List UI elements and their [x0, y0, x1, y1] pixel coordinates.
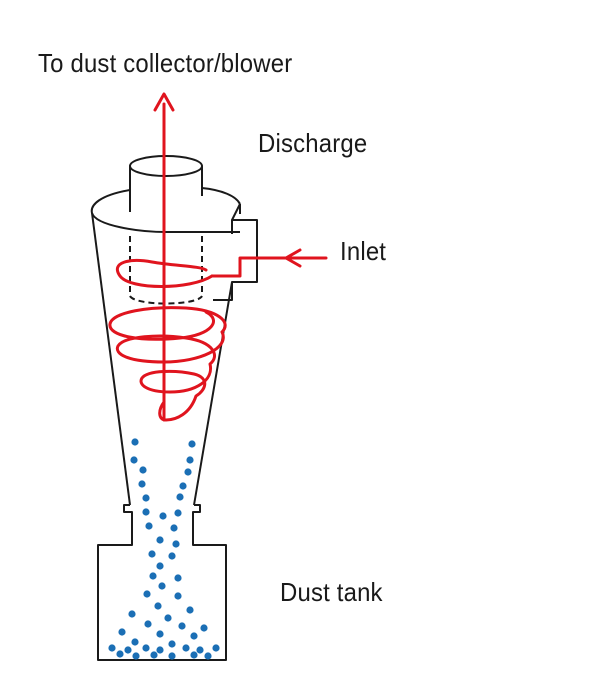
- dust-particle: [132, 652, 140, 660]
- dust-particle: [144, 620, 152, 628]
- dust-particle: [184, 468, 192, 476]
- dust-particle: [200, 624, 208, 632]
- dust-particle: [190, 632, 198, 640]
- dust-particle: [143, 590, 151, 598]
- dust-particle: [124, 646, 132, 654]
- dust-particle: [178, 622, 186, 630]
- dust-particle: [148, 550, 156, 558]
- vortex-finder-hidden: [129, 236, 203, 305]
- label-inlet: Inlet: [340, 236, 387, 266]
- label-dust-tank: Dust tank: [280, 577, 383, 607]
- dust-particle: [168, 640, 176, 648]
- dust-particle: [204, 652, 212, 660]
- dust-particle: [116, 650, 124, 658]
- dust-particle: [168, 552, 176, 560]
- dust-particle: [164, 614, 172, 622]
- dust-particle: [138, 480, 146, 488]
- dust-particle: [174, 574, 182, 582]
- spiral-flow: [108, 259, 227, 422]
- dust-particle: [150, 651, 158, 659]
- dust-particle: [108, 644, 116, 652]
- dust-particle: [149, 572, 157, 580]
- dust-particle: [212, 644, 220, 652]
- cone-right-wall: [193, 281, 233, 506]
- dust-particle: [186, 606, 194, 614]
- dust-particle: [190, 651, 198, 659]
- dust-particle: [154, 602, 162, 610]
- outlet-neck: [97, 504, 227, 661]
- dust-particle: [156, 562, 164, 570]
- dust-particle: [186, 456, 194, 464]
- label-discharge: Discharge: [258, 128, 368, 158]
- dust-particle: [130, 456, 138, 464]
- discharge-tube-top: [129, 155, 203, 177]
- arrow-heads: [153, 92, 302, 268]
- dust-particle: [179, 482, 187, 490]
- label-to-dust-collector: To dust collector/blower: [38, 48, 293, 78]
- dust-particle: [142, 508, 150, 516]
- dust-particle: [139, 466, 147, 474]
- inlet-arrow-head: [284, 248, 302, 268]
- dust-particles: [108, 438, 220, 660]
- dust-particle: [142, 644, 150, 652]
- airflow-path: [108, 102, 328, 422]
- dust-particle: [168, 652, 176, 660]
- inlet-box: [213, 203, 258, 301]
- dust-particle: [170, 524, 178, 532]
- dust-particle: [145, 522, 153, 530]
- dust-particle: [182, 644, 190, 652]
- dust-particle: [196, 646, 204, 654]
- dust-particle: [174, 592, 182, 600]
- dust-particle: [131, 638, 139, 646]
- dust-particle: [131, 438, 139, 446]
- dust-particle: [174, 509, 182, 517]
- dust-particle: [188, 440, 196, 448]
- dust-particle: [159, 512, 167, 520]
- dust-particle: [156, 630, 164, 638]
- inlet-flow-line: [210, 256, 328, 278]
- dust-particle: [118, 628, 126, 636]
- dust-particle: [172, 540, 180, 548]
- dust-particle: [158, 582, 166, 590]
- dust-particle: [142, 494, 150, 502]
- dust-particle: [176, 493, 184, 501]
- cyclone-rim: [90, 187, 241, 233]
- dust-particle: [156, 536, 164, 544]
- dust-particle: [128, 610, 136, 618]
- up-arrow-head: [153, 92, 175, 112]
- cyclone-body: [90, 155, 258, 661]
- cone-left-wall: [91, 212, 131, 506]
- dust-particle: [156, 646, 164, 654]
